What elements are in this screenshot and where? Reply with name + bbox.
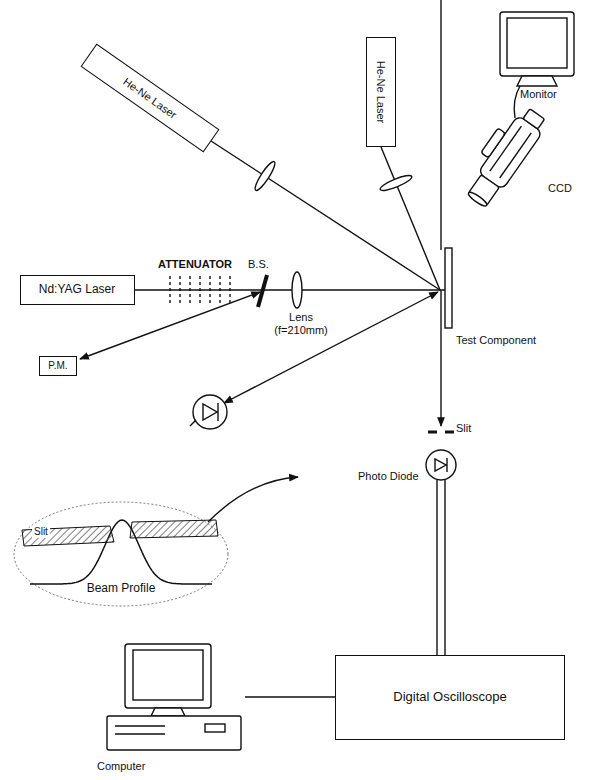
node-label: Digital Oscilloscope xyxy=(393,690,506,705)
ccd-camera xyxy=(456,100,549,210)
component-label: Photo Diode xyxy=(358,470,419,483)
inset-ellipse xyxy=(14,502,228,606)
attenuator-plate xyxy=(189,276,190,305)
component-label: Lens (f=210mm) xyxy=(268,311,334,336)
monitor-stand xyxy=(151,708,185,716)
laser-beam xyxy=(135,289,445,290)
slit-jaw xyxy=(428,431,437,434)
attenuator-plate xyxy=(209,276,210,305)
equipment-label: CCD xyxy=(548,182,572,195)
node-label: P.M. xyxy=(48,360,67,372)
component-label: Slit xyxy=(456,422,471,435)
node-label: He-Ne Laser xyxy=(375,61,388,123)
component-label: ATTENUATOR xyxy=(158,258,232,271)
scatter-beam xyxy=(224,292,438,403)
camera-detail xyxy=(500,133,532,178)
diode-mark xyxy=(203,403,218,421)
diode-mark xyxy=(435,458,447,472)
laser-box: He-Ne Laser xyxy=(81,44,220,153)
signal-wire xyxy=(444,480,445,655)
cable xyxy=(245,696,335,698)
power-meter-box: P.M. xyxy=(39,356,77,376)
lens xyxy=(379,173,413,193)
inset-pointer xyxy=(208,477,298,522)
drive-slot xyxy=(115,725,165,726)
monitor-screen xyxy=(507,18,567,68)
slit-label: Slit xyxy=(32,526,50,538)
computer-case xyxy=(107,716,241,750)
computer: Computer xyxy=(95,642,245,776)
computer-drawing xyxy=(95,642,245,758)
lens xyxy=(252,160,277,193)
beam-profile-inset: SlitBeam Profile xyxy=(12,500,230,608)
equipment-label: Monitor xyxy=(520,88,557,101)
beam-splitter xyxy=(258,275,267,307)
transmitted-beam xyxy=(440,290,441,426)
drive-slot xyxy=(115,733,165,734)
laser-box: He-Ne Laser xyxy=(366,37,396,147)
camera-lens-front xyxy=(467,190,488,208)
computer-monitor xyxy=(125,644,211,708)
component-label: Test Component xyxy=(456,334,536,347)
inset-caption: Beam Profile xyxy=(87,582,156,596)
slit-jaw xyxy=(130,520,218,538)
node-label: Nd:YAG Laser xyxy=(39,283,115,297)
test-component xyxy=(445,248,452,328)
camera-cable xyxy=(514,86,520,118)
oscilloscope-box: Digital Oscilloscope xyxy=(335,655,565,740)
photo-diode-symbol xyxy=(426,450,456,480)
camera-eyepiece xyxy=(523,109,545,129)
focusing-lens xyxy=(292,272,302,308)
photo-diode-symbol xyxy=(193,395,227,429)
laser-beam xyxy=(211,141,440,290)
slit-jaw xyxy=(22,526,114,546)
node-label: He-Ne Laser xyxy=(121,75,179,121)
signal-wire xyxy=(436,480,437,655)
diode-lead xyxy=(190,420,196,426)
monitor-case xyxy=(500,12,574,76)
slit-jaw xyxy=(445,431,454,434)
attenuator-plate xyxy=(169,276,170,305)
computer-screen xyxy=(133,650,203,700)
component-label: B.S. xyxy=(248,258,269,271)
attenuator xyxy=(170,276,230,305)
attenuator-plate xyxy=(229,276,230,305)
attenuator-plate xyxy=(199,276,200,305)
case-button xyxy=(205,724,225,732)
attenuator-plate xyxy=(219,276,220,305)
attenuator-plate xyxy=(179,276,180,305)
node-label: Computer xyxy=(97,760,145,773)
laser-box: Nd:YAG Laser xyxy=(20,275,135,305)
monitor-stand xyxy=(517,76,557,86)
laser-beam xyxy=(440,0,441,250)
camera-detail xyxy=(490,126,522,171)
laser-beam xyxy=(381,147,440,290)
